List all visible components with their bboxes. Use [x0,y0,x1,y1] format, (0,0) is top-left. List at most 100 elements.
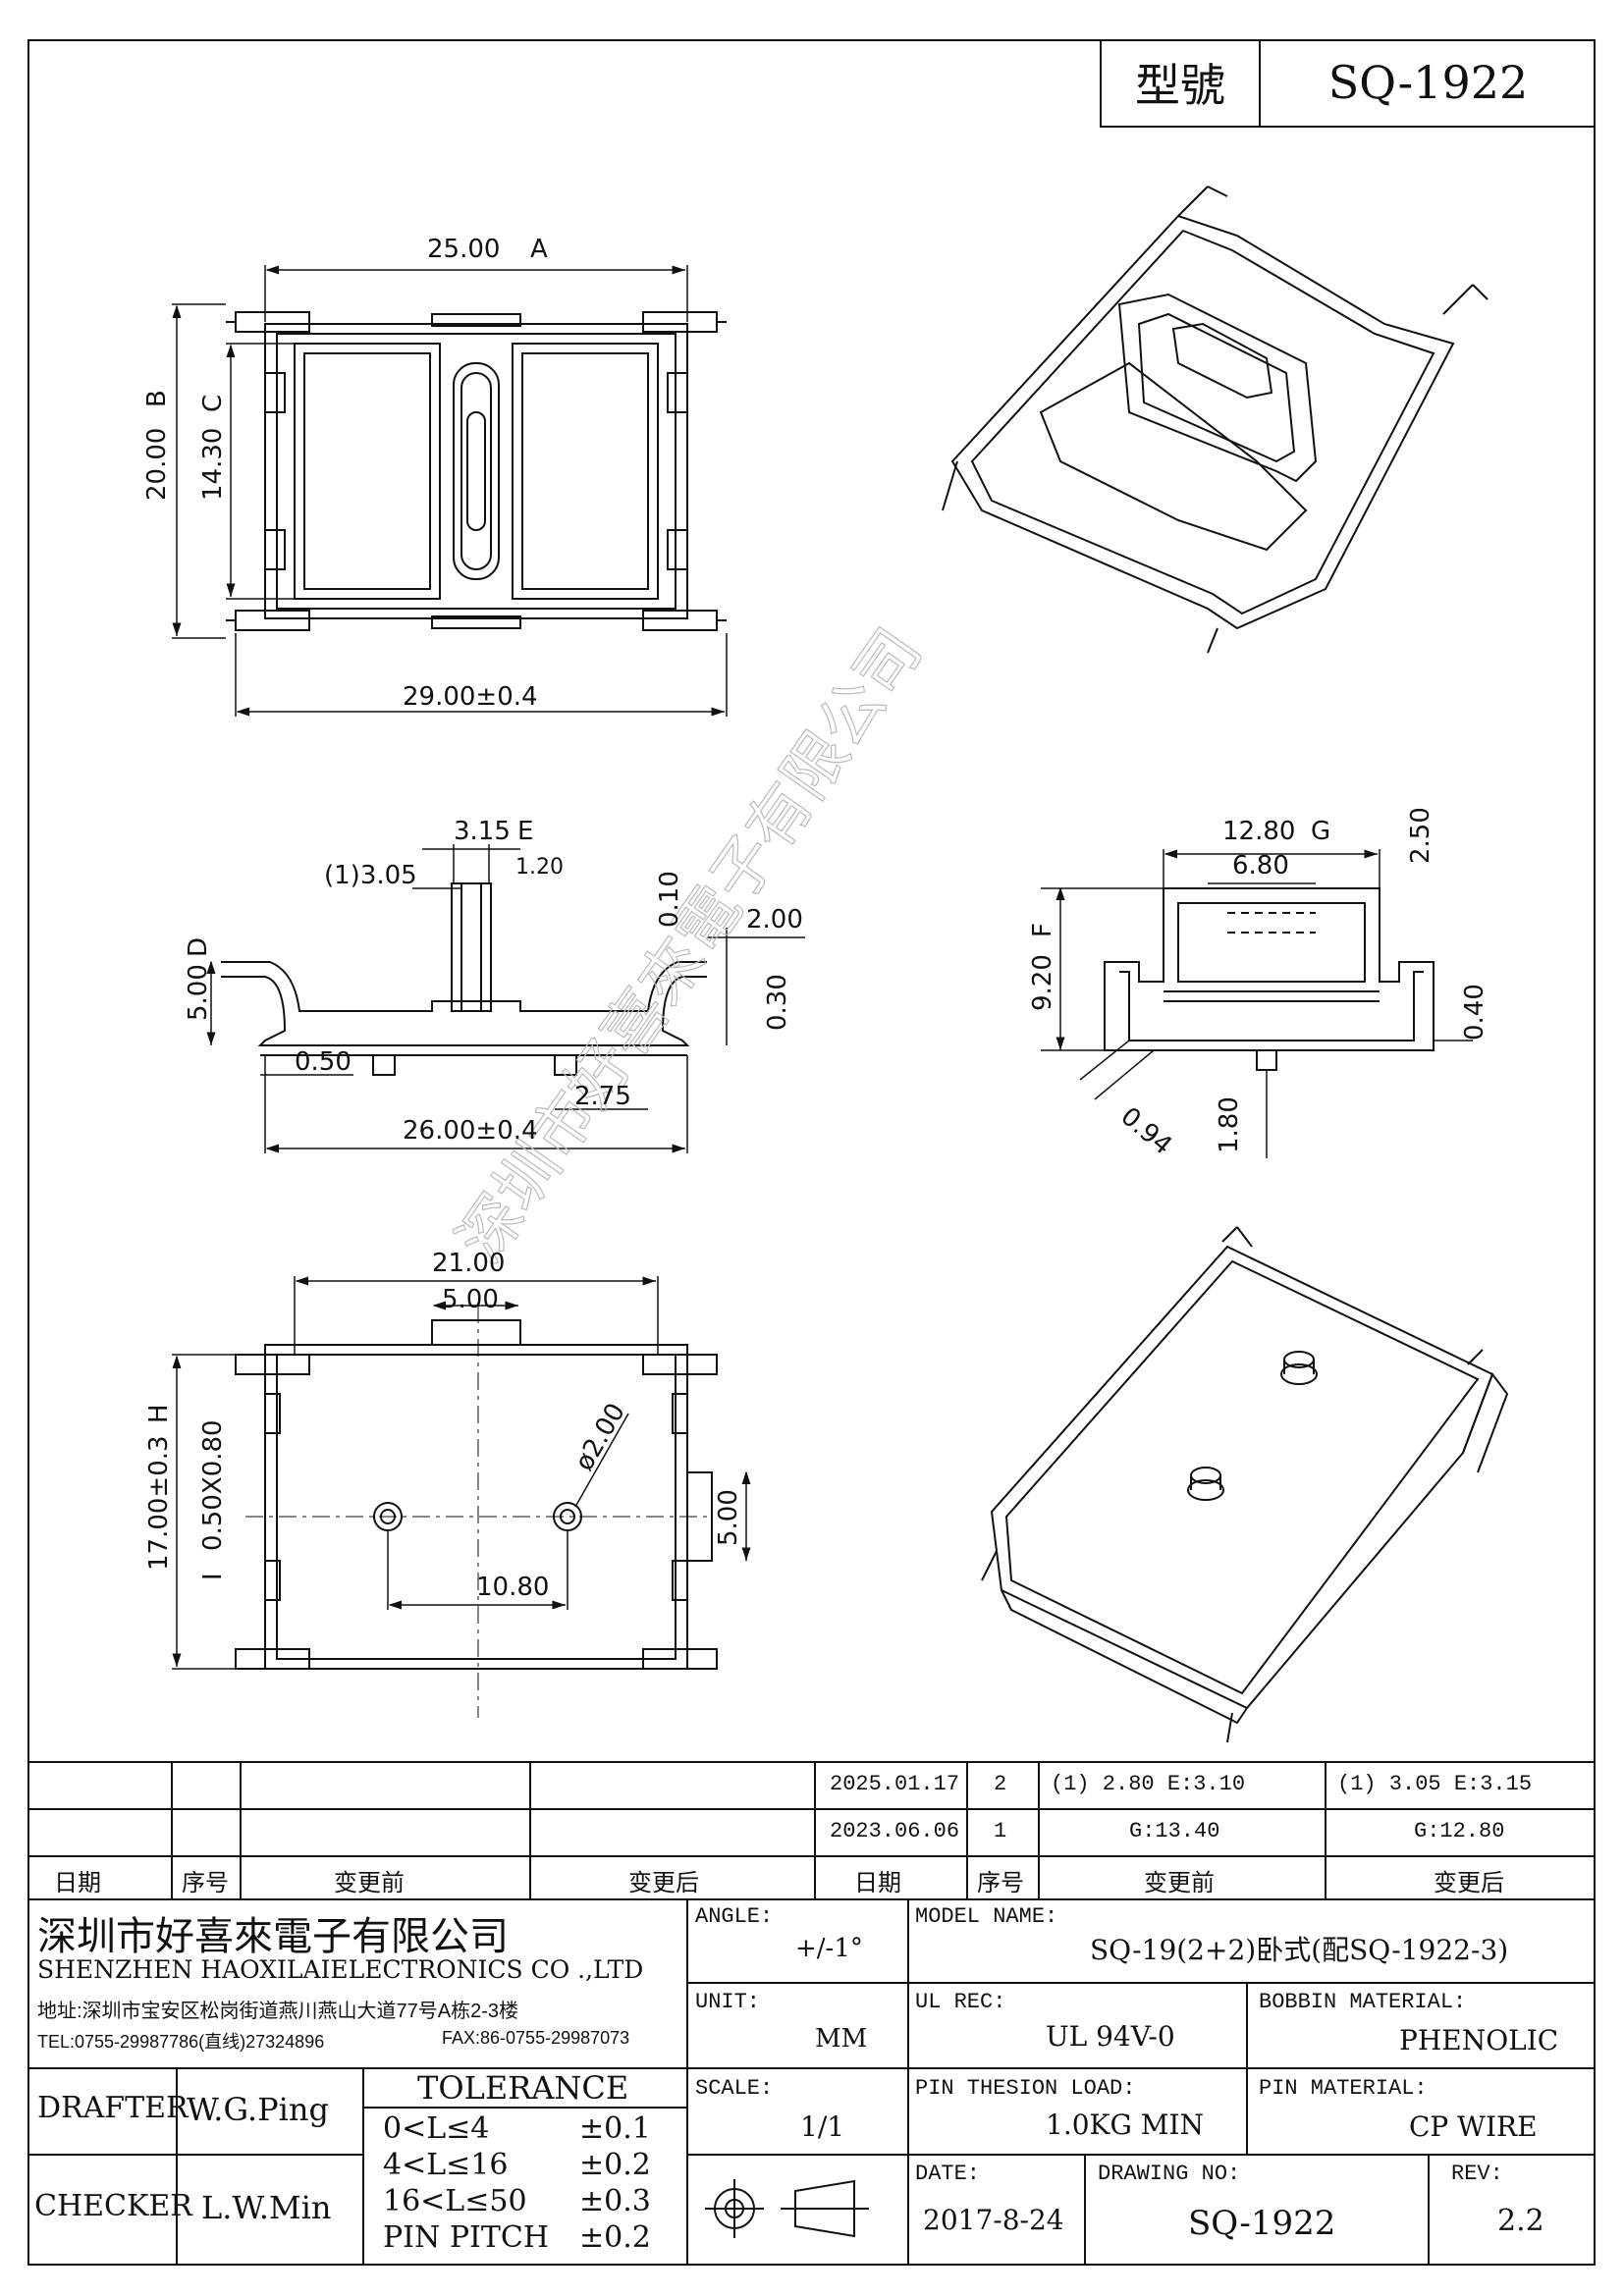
dim-29: 29.00±0.4 [403,682,538,712]
tolerance-value-1: ±0.1 [579,2111,651,2146]
dim-2-75: 2.75 [574,1082,631,1111]
dim-0-10: 0.10 [655,871,684,928]
dim-10-80: 10.80 [476,1573,549,1602]
tolerance-range-2: 4<L≤16 [383,2148,509,2182]
dim-9-20: 9.20 [1028,954,1057,1011]
dim-0-50: 0.50 [295,1047,352,1077]
tolerance-title: TOLERANCE [417,2069,629,2107]
tolerance-range-1: 0<L≤4 [383,2111,490,2146]
dim-1-80: 1.80 [1215,1096,1244,1153]
model-name-value: SQ-19(2+2)卧式(配SQ-1922-3) [1090,1934,1509,1966]
rev-before-1: G:13.40 [1129,1819,1220,1843]
pin-material-value: CP WIRE [1409,2110,1538,2143]
bobbin-value: PHENOLIC [1399,2024,1559,2056]
marker-b: B [142,390,172,407]
company-address: 地址:深圳市宝安区松岗街道燕川燕山大道77号A栋2-3楼 [37,2001,519,2022]
dim-20: 20.00 [142,428,172,501]
unit-label: UNIT: [695,1990,761,2014]
ul-value: UL 94V-0 [1046,2020,1175,2053]
top-view [172,265,728,717]
marker-g: G [1311,817,1330,846]
scale-label: SCALE: [695,2076,774,2101]
date-value: 2017-8-24 [923,2204,1064,2236]
marker-h: H [144,1404,174,1423]
rev-label: REV: [1451,2162,1503,2186]
rev-header-after: 变更后 [628,1870,699,1896]
isometric-bottom-view [981,1226,1509,1743]
model-header: 型號 SQ-1922 [1100,39,1596,128]
model-name-label: MODEL NAME: [915,1904,1058,1929]
rev-header-seq-2: 序号 [977,1870,1024,1896]
dim-5-00-top: 5.00 [442,1285,499,1314]
tolerance-value-4: ±0.2 [579,2220,651,2255]
angle-label: ANGLE: [695,1904,774,1929]
drawing-no-label: DRAWING NO: [1098,2162,1241,2186]
dim-2-50: 2.50 [1406,807,1435,864]
pin-material-label: PIN MATERIAL: [1259,2076,1428,2101]
rev-after-2: (1) 3.05 E:3.15 [1337,1772,1533,1796]
tolerance-values: ±0.1 ±0.2 ±0.3 ±0.2 [579,2110,651,2256]
marker-i: I [198,1573,228,1580]
rev-header-before: 变更前 [334,1870,405,1896]
dim-25: 25.00 [427,235,500,264]
scale-value: 1/1 [800,2110,845,2143]
date-label: DATE: [915,2162,981,2186]
marker-f: F [1028,923,1057,937]
model-number: SQ-1922 [1327,56,1529,109]
rev-value: 2.2 [1497,2204,1544,2238]
rev-header-date: 日期 [54,1870,101,1896]
rev-header-seq: 序号 [182,1870,229,1896]
pin-load-value: 1.0KG MIN [1046,2109,1204,2141]
dim-12-80: 12.80 [1222,817,1295,846]
dim-1-20: 1.20 [515,855,564,880]
marker-e: E [517,817,533,846]
dim-17: 17.00±0.3 [144,1435,174,1571]
ul-label: UL REC: [915,1990,1006,2014]
marker-a: A [530,235,548,264]
rev-seq-1: 1 [994,1819,1007,1843]
side-view [206,844,805,1153]
rev-header-date-2: 日期 [854,1870,901,1896]
dim-0-30: 0.30 [763,974,792,1031]
checker-value: L.W.Min [201,2189,332,2226]
bottom-view [172,1276,751,1718]
tolerance-value-3: ±0.3 [579,2184,651,2218]
rev-after-1: G:12.80 [1414,1819,1505,1843]
tolerance-ranges: 0<L≤4 4<L≤16 16<L≤50 PIN PITCH [383,2110,549,2256]
dim-5-00: 5.00 [184,964,213,1021]
dim-6-80: 6.80 [1232,851,1289,881]
dim-2-00: 2.00 [746,905,803,934]
angle-value: +/-1° [795,1934,863,1963]
drafter-value: W.G.Ping [187,2091,329,2128]
unit-value: MM [815,2024,868,2054]
checker-label: CHECKER [34,2189,192,2223]
dim-21: 21.00 [432,1249,505,1278]
rev-header-before-2: 变更前 [1144,1870,1215,1896]
model-label: 型號 [1102,39,1261,126]
end-view [1041,849,1473,1158]
company-name-cn: 深圳市好喜來電子有限公司 [37,1914,509,1959]
company-name-en: SHENZHEN HAOXILAIELECTRONICS CO .,LTD [37,1955,644,1984]
dim-5-00-side: 5.00 [714,1489,743,1546]
rev-date-1: 2023.06.06 [830,1819,960,1843]
dim-0-50x0-80: 0.50X0.80 [198,1419,228,1551]
drafter-label: DRAFTER [37,2091,189,2125]
tolerance-range-3: 16<L≤50 [383,2184,527,2218]
sheet-frame [27,39,1596,2266]
rev-date-2: 2025.01.17 [830,1772,960,1796]
company-tel: TEL:0755-29987786(直线)27324896 [37,2032,325,2052]
tolerance-value-2: ±0.2 [579,2148,651,2182]
bobbin-label: BOBBIN MATERIAL: [1259,1990,1467,2014]
rev-seq-2: 2 [994,1772,1007,1796]
tolerance-range-4: PIN PITCH [383,2220,549,2255]
dim-26: 26.00±0.4 [403,1116,538,1146]
company-fax: FAX:86-0755-29987073 [442,2028,630,2048]
marker-c: C [198,395,228,412]
rev-before-2: (1) 2.80 E:3.10 [1051,1772,1246,1796]
drawing-no-value: SQ-1922 [1188,2204,1336,2243]
dim-3-05: (1)3.05 [324,861,417,890]
isometric-top-view [942,186,1489,654]
